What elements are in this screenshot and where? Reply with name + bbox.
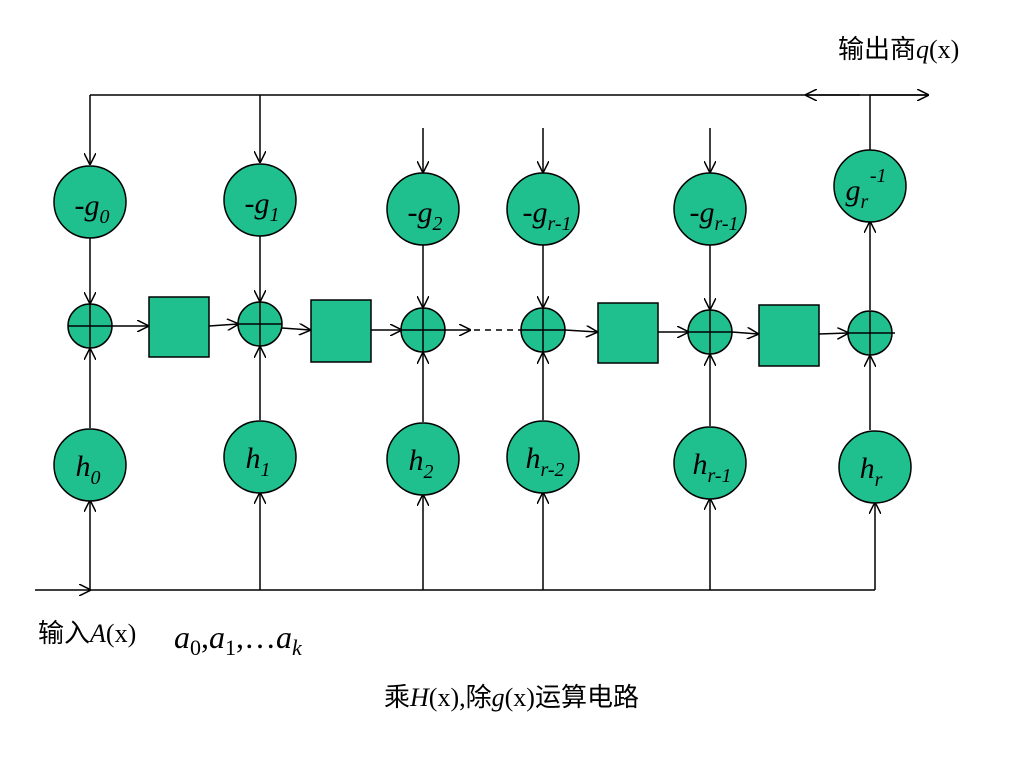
svg-text:hr: hr [860, 452, 883, 491]
g-node-5-base: g [845, 174, 860, 207]
h-node-0-base: h [76, 450, 91, 483]
g-node-2-sub: 2 [433, 213, 443, 235]
g-node-5-sup: -1 [870, 165, 887, 187]
caption-x2: (x) [505, 683, 535, 712]
svg-text:-gr-1: -gr-1 [522, 196, 571, 235]
caption-post: 运算电路 [535, 683, 639, 712]
g-node-2: -g2 [386, 172, 460, 246]
h-node-2: h2 [386, 422, 460, 496]
adder-0 [67, 303, 113, 349]
h-node-0: h0 [53, 428, 127, 502]
output-label: 输出商q(x) [838, 35, 959, 64]
caption-H: H [409, 683, 430, 712]
g-node-4-sub: r-1 [714, 213, 738, 235]
svg-text:gr-1: gr-1 [845, 165, 886, 213]
shift-register-0 [148, 296, 210, 358]
h-node-2-sub: 2 [424, 461, 434, 483]
h-node-4: hr-1 [673, 426, 747, 500]
g-node-4-base: -g [689, 196, 714, 229]
g-node-4: -gr-1 [673, 172, 747, 246]
svg-text:-gr-1: -gr-1 [689, 196, 738, 235]
h-node-2-base: h [409, 444, 424, 477]
input-poly: A [88, 619, 106, 648]
coeff-sep2: ,… [236, 619, 276, 655]
shift-register-1 [310, 299, 372, 363]
g-node-5-sub: r [860, 191, 868, 213]
g-node-3: -gr-1 [506, 172, 580, 246]
h-node-1: h1 [223, 420, 297, 494]
svg-text:h0: h0 [76, 450, 101, 489]
g-node-2-base: -g [408, 196, 433, 229]
coeff-sep1: , [201, 619, 209, 655]
a3-to-reg3 [564, 330, 597, 332]
svg-text:h2: h2 [409, 444, 434, 483]
svg-text:-g1: -g1 [245, 187, 280, 226]
g-node-3-sub: r-1 [547, 213, 571, 235]
reg0-to-a1 [208, 324, 238, 326]
h-node-4-sub: r-1 [707, 465, 731, 487]
h-node-1-base: h [246, 442, 261, 475]
svg-text:h1: h1 [246, 442, 271, 481]
adder-3 [520, 307, 566, 353]
h-node-1-sub: 1 [261, 459, 271, 481]
input-prefix: 输入 [38, 619, 90, 648]
svg-text:hr-1: hr-1 [692, 448, 731, 487]
g-node-0: -g0 [53, 165, 127, 239]
caption-g: g [492, 683, 505, 712]
output-poly: q [916, 35, 929, 64]
g-node-1-sub: 1 [270, 204, 280, 226]
coeff-a0-base: a [174, 619, 190, 655]
svg-text:hr-2: hr-2 [525, 442, 564, 481]
reg4-to-a5 [818, 333, 848, 334]
svg-text:-g2: -g2 [408, 196, 443, 235]
adder-5 [847, 310, 893, 356]
g-node-3-base: -g [522, 196, 547, 229]
h-node-0-sub: 0 [91, 467, 101, 489]
h-node-5: hr [838, 430, 912, 504]
coeff-ak-base: a [276, 619, 292, 655]
coeff-a1-sub: 1 [225, 635, 236, 660]
g-node-1-base: -g [245, 187, 270, 220]
g-node-5: gr-1 [833, 149, 907, 223]
coeff-a1-base: a [209, 619, 225, 655]
caption-mid: 除 [466, 683, 492, 712]
coeff-ak-sub: k [292, 635, 303, 660]
h-node-3-sub: r-2 [540, 459, 564, 481]
coeff-a0-sub: 0 [190, 635, 201, 660]
shift-register-3 [597, 302, 659, 364]
g-node-1: -g1 [223, 163, 297, 237]
adder-2 [400, 307, 446, 353]
a4-to-reg4 [731, 332, 758, 334]
a1-to-reg1 [281, 328, 310, 330]
output-arg: (x) [929, 35, 959, 64]
h-node-4-base: h [692, 448, 707, 481]
h-node-3-base: h [525, 442, 540, 475]
adder-4 [687, 309, 733, 355]
diagram-caption: 乘H(x),除g(x)运算电路 [384, 683, 639, 712]
svg-text:-g0: -g0 [75, 189, 110, 228]
h-node-3: hr-2 [506, 420, 580, 494]
output-prefix: 输出商 [838, 35, 916, 64]
g-node-0-sub: 0 [100, 206, 110, 228]
input-label: 输入A(x) [38, 619, 136, 648]
g-node-0-base: -g [75, 189, 100, 222]
caption-x1: (x), [429, 683, 466, 712]
h-node-5-base: h [860, 452, 875, 485]
h-node-5-sub: r [875, 469, 883, 491]
caption-pre: 乘 [384, 683, 410, 712]
adder-1 [237, 301, 283, 347]
input-arg: (x) [106, 619, 136, 648]
input-coefficients: a0,a1,…ak [174, 619, 303, 660]
shift-register-4 [758, 304, 820, 367]
